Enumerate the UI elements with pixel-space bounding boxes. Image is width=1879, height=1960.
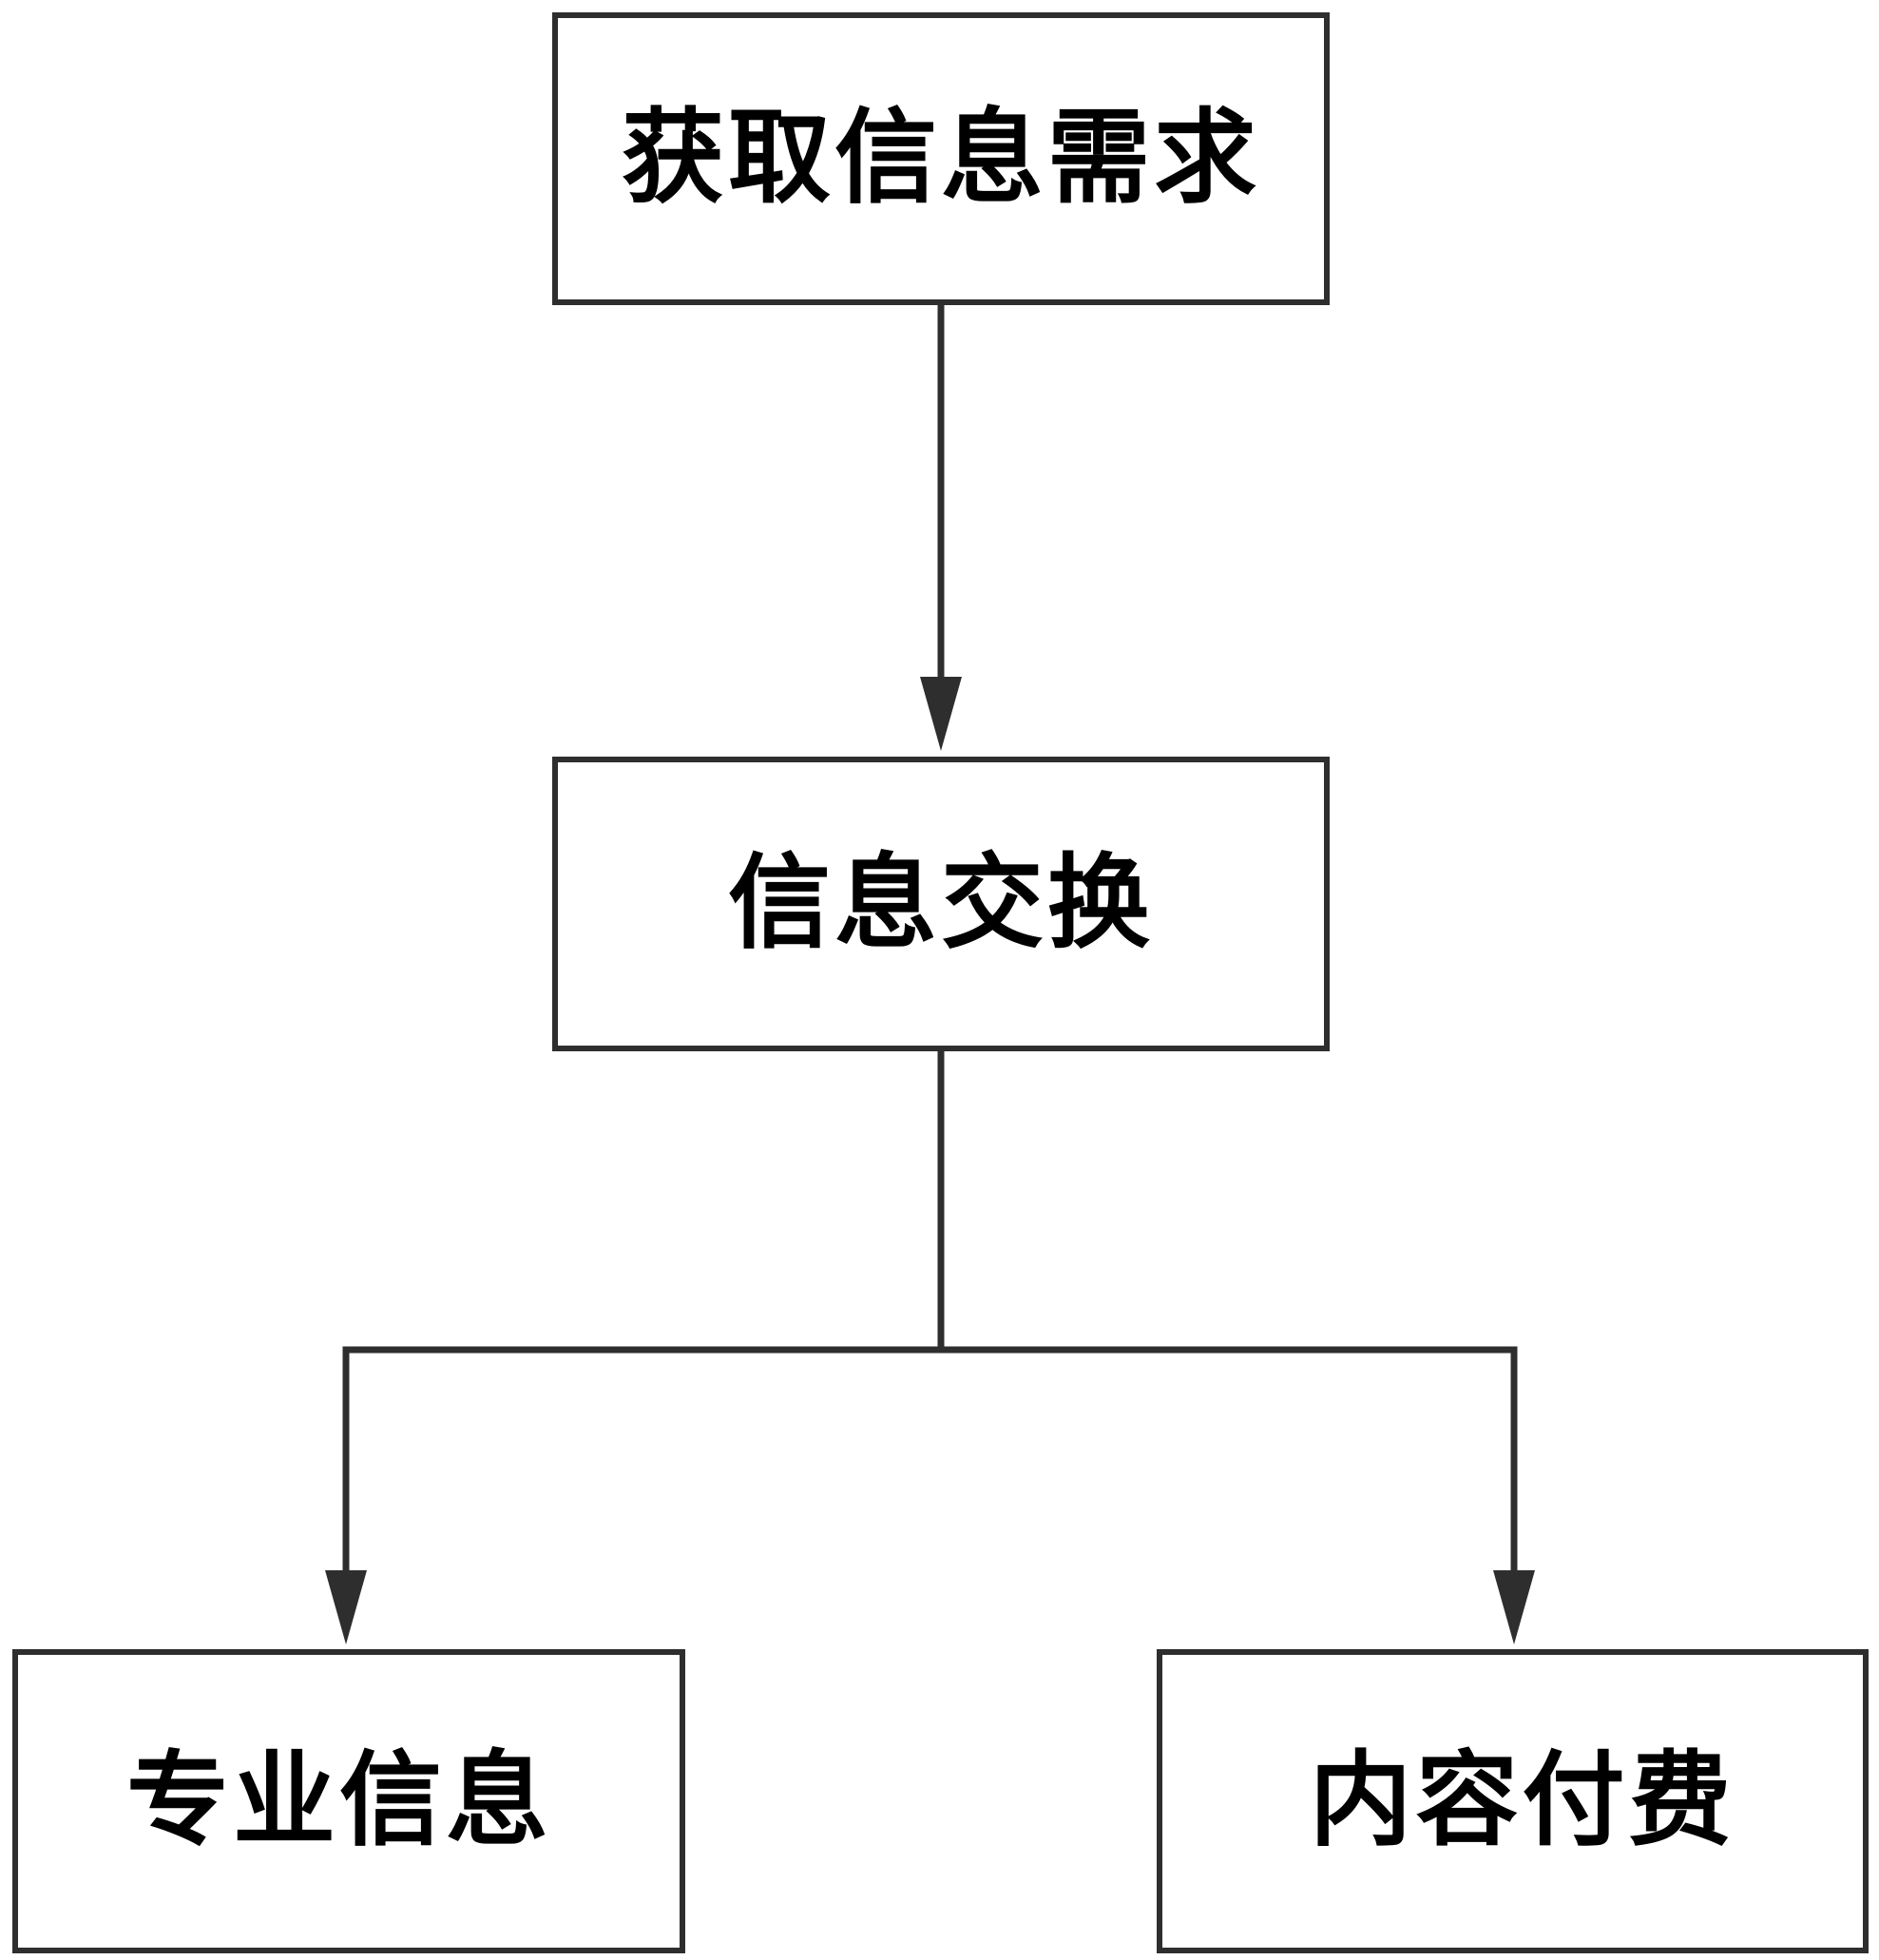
arrowhead-to-right bbox=[1493, 1570, 1535, 1644]
arrowhead-to-left bbox=[325, 1570, 367, 1644]
connector-branch-horizontal bbox=[342, 1346, 1518, 1578]
node-professional-info: 专业信息 bbox=[12, 1649, 685, 1953]
node-label: 内容付费 bbox=[1309, 1741, 1735, 1860]
node-label: 获取信息需求 bbox=[621, 99, 1260, 218]
node-info-exchange: 信息交换 bbox=[552, 757, 1330, 1051]
node-paid-content: 内容付费 bbox=[1157, 1649, 1869, 1953]
arrowhead-to-mid bbox=[920, 677, 962, 751]
node-label: 专业信息 bbox=[125, 1741, 552, 1860]
node-acquire-info-demand: 获取信息需求 bbox=[552, 12, 1330, 305]
node-label: 信息交换 bbox=[727, 844, 1154, 963]
